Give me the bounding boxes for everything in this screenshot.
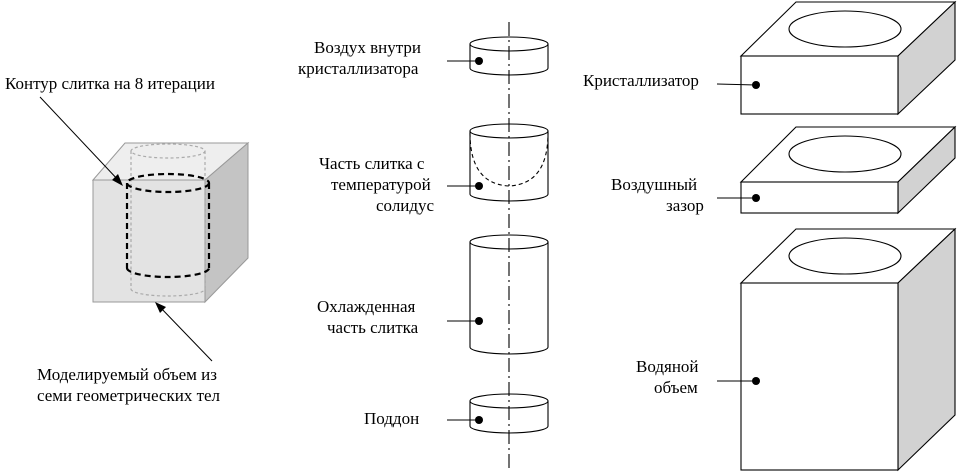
air-cylinder	[469, 36, 549, 76]
solidus-dashed-bowl	[469, 132, 549, 187]
simulated-volume-box	[91, 141, 250, 304]
mold-leader	[716, 83, 757, 86]
ghost-cylinder	[130, 143, 206, 297]
contour-label: Контур слитка на 8 итерации	[5, 74, 215, 93]
air-label-line-2: кристаллизатора	[298, 59, 419, 78]
box-front-face	[92, 179, 206, 303]
ingot-contour-cylinder	[125, 172, 211, 279]
air-label-line-1: Воздух внутри	[314, 38, 421, 57]
volume-label-line-1: Моделируемый объем из	[37, 365, 217, 384]
water-label-line-2: объем	[654, 378, 698, 397]
contour-arrowhead	[112, 174, 123, 186]
cooled-cylinder	[469, 234, 549, 355]
solidus-cylinder	[469, 123, 549, 202]
water-label-line-1: Водяной	[636, 357, 699, 376]
left-annotations: Контур слитка на 8 итерации Моделируемый…	[5, 74, 221, 405]
solidus-label-line-2: температурой	[331, 175, 431, 194]
contour-arrow-line	[39, 96, 121, 183]
volume-label-line-2: семи геометрических тел	[37, 386, 221, 405]
air-gap-label-line-1: Воздушный	[611, 175, 697, 194]
air-gap-box	[739, 125, 957, 215]
cooled-label-line-2: часть слитка	[327, 318, 419, 337]
volume-arrow-line	[158, 305, 213, 362]
volume-arrowhead	[155, 302, 166, 313]
cooled-label-line-1: Охлажденная	[317, 297, 415, 316]
tray-cylinder	[469, 393, 549, 434]
mold-box	[739, 0, 957, 116]
air-gap-label-line-2: зазор	[666, 196, 704, 215]
tray-label: Поддон	[364, 409, 419, 428]
solidus-label-line-3: солидус	[376, 196, 435, 215]
water-box	[739, 227, 957, 472]
solidus-label-line-1: Часть слитка с	[319, 154, 425, 173]
mold-label: Кристаллизатор	[583, 71, 699, 90]
